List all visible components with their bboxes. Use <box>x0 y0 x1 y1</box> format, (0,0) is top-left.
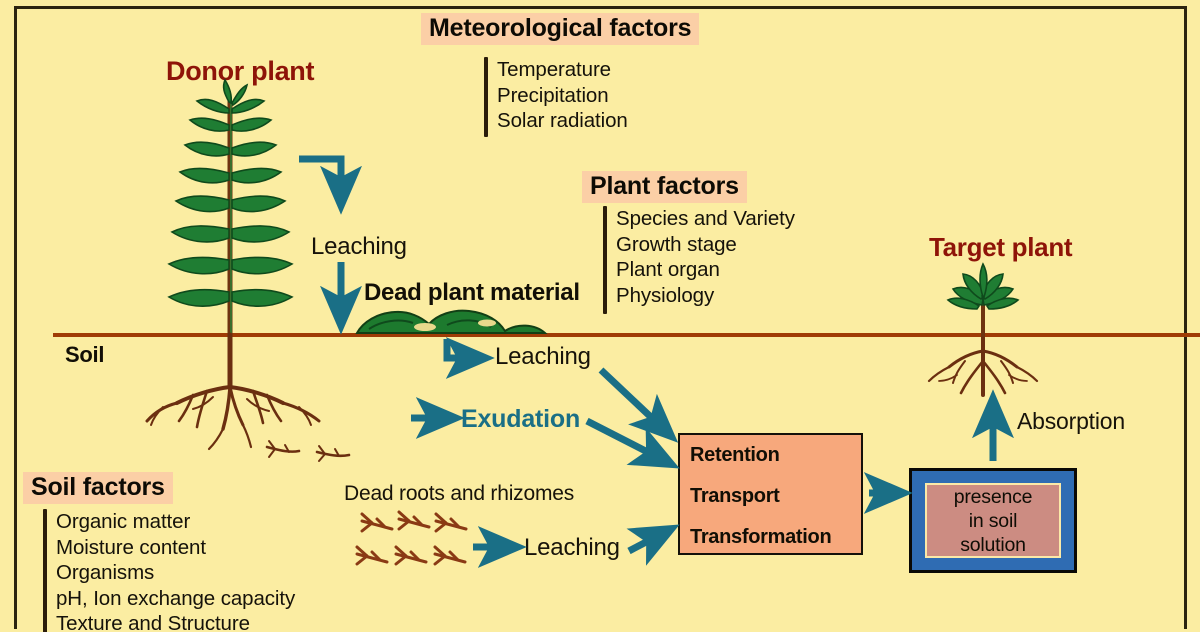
soil-solution-line: solution <box>960 533 1026 556</box>
soil-solution-box: presence in soil solution <box>909 468 1077 573</box>
arrow-leaching-to-process <box>598 367 679 443</box>
list-rule <box>484 57 488 137</box>
arrow-shoot-leaching-1 <box>299 155 362 215</box>
soil-solution-line: presence <box>953 485 1033 508</box>
plant-factors-title: Plant factors <box>582 171 747 203</box>
list-item: Organisms <box>56 561 155 584</box>
dead-plant-material-icon <box>355 309 548 334</box>
process-box: Retention Transport Transformation <box>678 433 863 555</box>
soil-factors-title: Soil factors <box>23 472 173 504</box>
leaching-litter-label: Leaching <box>495 343 591 370</box>
process-item-retention: Retention <box>690 444 780 466</box>
dead-roots-cluster-icon <box>355 510 468 566</box>
list-item: pH, Ion exchange capacity <box>56 586 296 610</box>
dead-roots-and-rhizomes-label: Dead roots and rhizomes <box>344 482 575 505</box>
absorption-label: Absorption <box>1017 408 1125 434</box>
list-item: Solar radiation <box>497 109 628 132</box>
list-item: Temperature <box>497 58 611 81</box>
soil-solution-line: in soil <box>968 509 1018 532</box>
plant-factors-list: Species and Variety Growth stage Plant o… <box>603 206 795 314</box>
arrow-rootleach-to-process <box>626 524 680 566</box>
list-item: Precipitation <box>497 83 609 107</box>
meteorological-factors-list: Temperature Precipitation Solar radiatio… <box>484 57 628 137</box>
list-rule <box>603 206 607 314</box>
donor-roots-icon <box>145 332 351 462</box>
list-item: Growth stage <box>616 232 737 256</box>
soil-factors-list: Organic matter Moisture content Organism… <box>43 509 295 632</box>
arrow-litter-leaching <box>443 337 495 379</box>
list-rule <box>43 509 47 632</box>
soil-label: Soil <box>65 342 105 367</box>
meteorological-factors-title: Meteorological factors <box>421 13 700 45</box>
dead-plant-material-label: Dead plant material <box>364 279 580 306</box>
list-item: Species and Variety <box>616 207 795 230</box>
target-plant-icon <box>946 262 1020 339</box>
target-plant-roots-icon <box>927 337 1039 397</box>
donor-plant-label: Donor plant <box>166 56 315 86</box>
list-item: Organic matter <box>56 510 191 533</box>
leaching-roots-label: Leaching <box>524 534 620 561</box>
process-item-transport: Transport <box>690 485 780 507</box>
leaching-shoot-label: Leaching <box>311 233 407 260</box>
soil-horizon-line <box>53 333 1200 337</box>
diagram-frame: Soil Meteorological factors Temperature … <box>14 6 1200 632</box>
exudation-label: Exudation <box>461 405 581 433</box>
soil-solution-inner: presence in soil solution <box>925 483 1061 558</box>
target-plant-label: Target plant <box>929 232 1073 262</box>
donor-plant-icon <box>167 78 294 335</box>
list-item: Moisture content <box>56 535 206 559</box>
list-item: Physiology <box>616 283 715 307</box>
list-item: Texture and Structure <box>56 612 250 632</box>
list-item: Plant organ <box>616 258 720 281</box>
arrow-exudation-to-process <box>585 417 680 469</box>
process-item-transformation: Transformation <box>690 526 832 548</box>
